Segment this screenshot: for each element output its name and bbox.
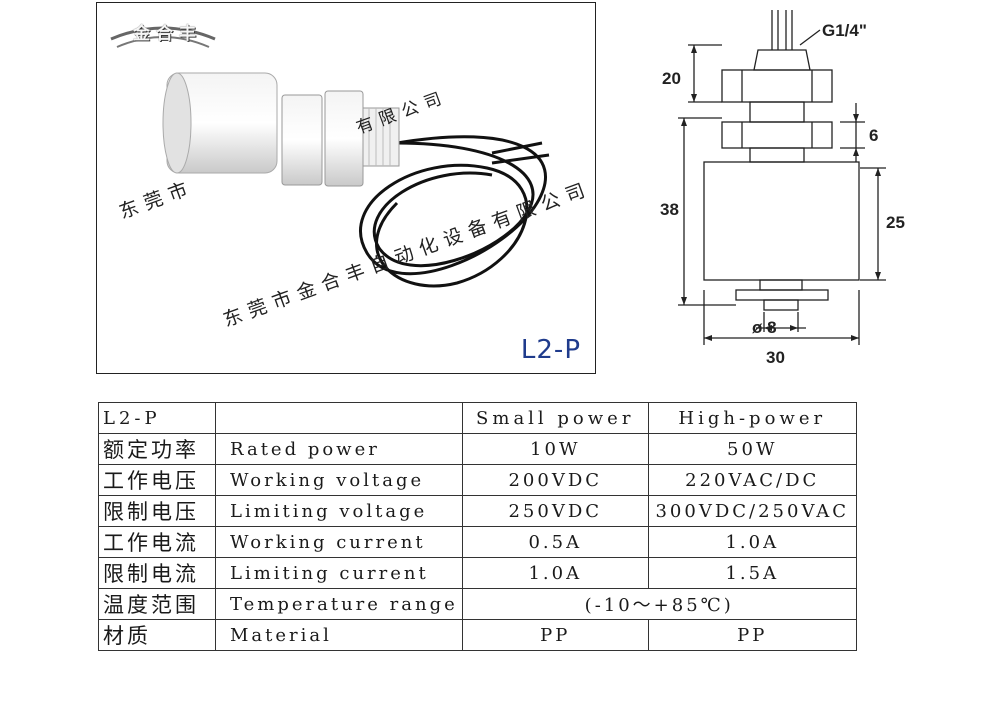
table-header-row: L2-P Small power High-power: [98, 402, 857, 434]
header-high-power: High-power: [647, 402, 857, 434]
cell-small: 10W: [461, 433, 649, 465]
thread-label: G1/4": [822, 21, 867, 40]
dimension-drawing: G1/4" 20 6 38 25 ø 8 30: [660, 10, 905, 367]
dim-total-height: 38: [660, 200, 679, 219]
row-label-zh: 限制电流: [98, 557, 216, 589]
dim-stem-diameter: ø 8: [752, 318, 777, 337]
cell-small: 200VDC: [461, 464, 649, 496]
table-row: 温度范围 Temperature range (-10～+85℃): [98, 588, 857, 620]
row-label-zh: 材质: [98, 619, 216, 651]
cell-small: 0.5A: [461, 526, 649, 558]
product-photo: 金合丰 东莞市 东莞市金合丰自动化设备有限公司 有限公司 L2-P: [96, 2, 596, 374]
cell-temperature-range: (-10～+85℃): [461, 588, 857, 620]
cell-small: PP: [461, 619, 649, 651]
float-switch-illustration: [162, 72, 550, 288]
row-label-en: Limiting current: [215, 557, 463, 589]
row-label-zh: 温度范围: [98, 588, 216, 620]
logo-text: 金合丰: [133, 24, 202, 44]
header-small-power: Small power: [461, 402, 649, 434]
cell-high: 300VDC/250VAC: [647, 495, 857, 527]
row-label-zh: 工作电压: [98, 464, 216, 496]
header-blank: [215, 402, 463, 434]
header-model: L2-P: [98, 402, 216, 434]
model-label: L2-P: [520, 335, 581, 365]
row-label-zh: 工作电流: [98, 526, 216, 558]
row-label-en: Rated power: [215, 433, 463, 465]
spec-table: L2-P Small power High-power 额定功率 Rated p…: [98, 402, 857, 651]
dim-top-height: 20: [662, 69, 681, 88]
dim-body-width: 30: [766, 348, 785, 367]
table-row: 限制电流 Limiting current 1.0A 1.5A: [98, 557, 857, 589]
cell-high: 50W: [647, 433, 857, 465]
table-row: 额定功率 Rated power 10W 50W: [98, 433, 857, 465]
dim-body-height: 25: [886, 213, 905, 232]
table-row: 材质 Material PP PP: [98, 619, 857, 651]
row-label-en: Working current: [215, 526, 463, 558]
row-label-zh: 额定功率: [98, 433, 216, 465]
cell-high: 220VAC/DC: [647, 464, 857, 496]
row-label-zh: 限制电压: [98, 495, 216, 527]
cell-small: 1.0A: [461, 557, 649, 589]
cell-small: 250VDC: [461, 495, 649, 527]
table-row: 限制电压 Limiting voltage 250VDC 300VDC/250V…: [98, 495, 857, 527]
row-label-en: Limiting voltage: [215, 495, 463, 527]
cell-high: 1.5A: [647, 557, 857, 589]
cell-high: PP: [647, 619, 857, 651]
table-row: 工作电流 Working current 0.5A 1.0A: [98, 526, 857, 558]
row-label-en: Material: [215, 619, 463, 651]
cell-high: 1.0A: [647, 526, 857, 558]
company-logo: 金合丰: [107, 11, 219, 55]
row-label-en: Working voltage: [215, 464, 463, 496]
row-label-en: Temperature range: [215, 588, 463, 620]
table-row: 工作电压 Working voltage 200VDC 220VAC/DC: [98, 464, 857, 496]
dim-nut-height: 6: [869, 126, 878, 145]
